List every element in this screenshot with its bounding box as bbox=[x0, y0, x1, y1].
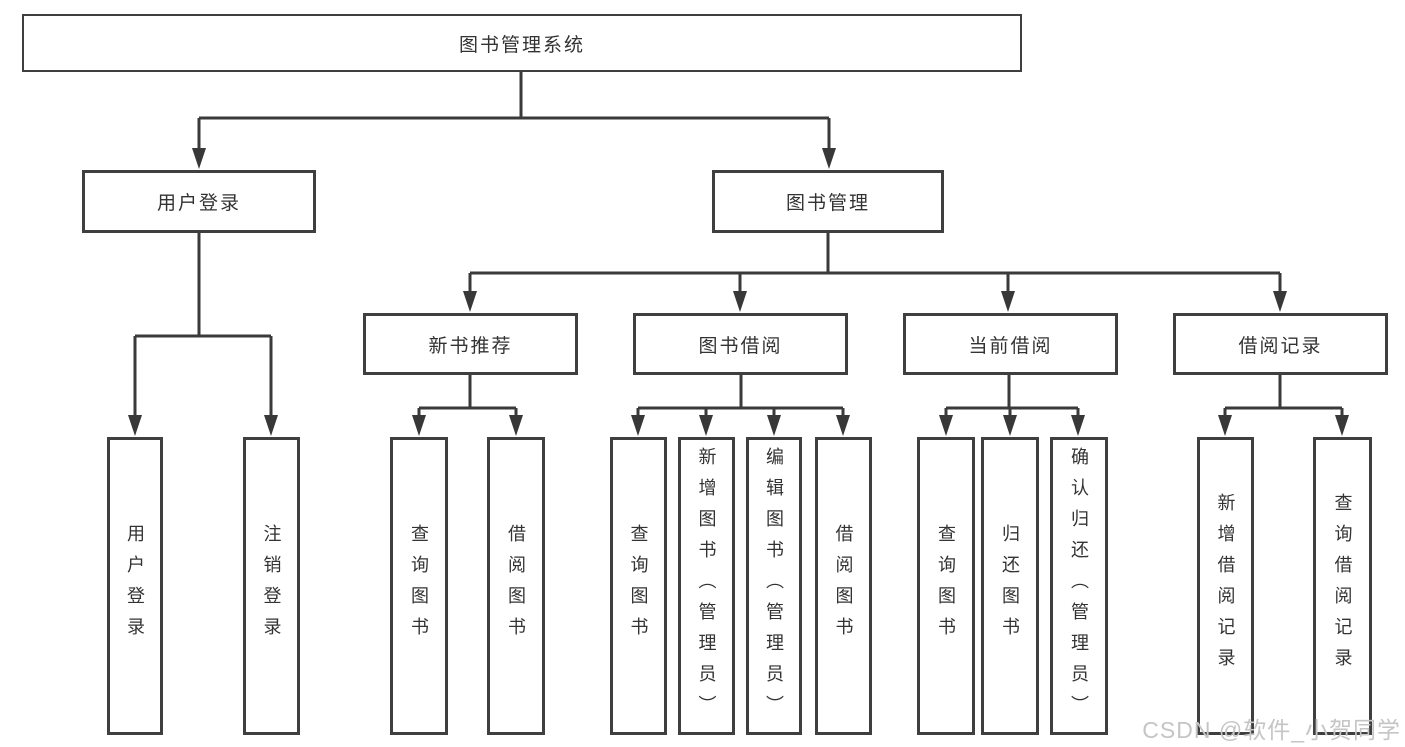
leaf-recommend-borrow-book-label: 借阅图书 bbox=[506, 524, 526, 648]
connector-current-borrow-to-leaves bbox=[939, 375, 1085, 436]
arrowhead bbox=[1001, 291, 1015, 312]
leaf-borrow-query-book-label: 查询图书 bbox=[628, 524, 649, 648]
node-book-borrow: 图书借阅 bbox=[633, 313, 848, 375]
arrowhead bbox=[733, 291, 747, 312]
arrowhead bbox=[192, 148, 206, 169]
leaf-user-login: 用户登录 bbox=[107, 437, 163, 735]
arrowhead bbox=[463, 291, 477, 312]
connector-root-to-level2 bbox=[192, 72, 836, 169]
leaf-borrow-add-book-admin: 新增图书（管理员） bbox=[678, 437, 735, 735]
node-book-management: 图书管理 bbox=[712, 170, 944, 233]
node-root-label: 图书管理系统 bbox=[458, 34, 585, 56]
connector-user-login-to-leaves bbox=[128, 233, 278, 436]
leaf-current-confirm-return-admin-label: 确认归还（管理员） bbox=[1069, 446, 1089, 726]
leaf-current-query-book: 查询图书 bbox=[917, 437, 975, 735]
connector-borrow-records-to-leaves bbox=[1218, 375, 1349, 436]
line bbox=[417, 375, 518, 417]
arrowhead bbox=[822, 148, 836, 169]
leaf-logout-label: 注销登录 bbox=[261, 524, 282, 648]
arrowhead bbox=[509, 415, 523, 436]
node-borrow-records-label: 借阅记录 bbox=[1238, 335, 1323, 357]
node-root: 图书管理系统 bbox=[22, 14, 1022, 72]
node-new-book-recommend: 新书推荐 bbox=[363, 313, 578, 375]
line bbox=[468, 233, 1282, 293]
arrowhead bbox=[1003, 415, 1017, 436]
node-current-borrow-label: 当前借阅 bbox=[968, 335, 1053, 357]
node-borrow-records: 借阅记录 bbox=[1173, 313, 1388, 375]
csdn-watermark: CSDN @软件_小贺同学 bbox=[1142, 717, 1401, 743]
connector-book-management-to-level3 bbox=[463, 233, 1287, 312]
leaf-records-add-record-label: 新增借阅记录 bbox=[1215, 493, 1236, 679]
line bbox=[944, 375, 1080, 417]
arrowhead bbox=[1071, 415, 1085, 436]
leaf-current-return-book: 归还图书 bbox=[981, 437, 1039, 735]
arrowhead bbox=[767, 415, 781, 436]
arrowhead bbox=[412, 415, 426, 436]
leaf-borrow-edit-book-admin: 编辑图书（管理员） bbox=[746, 437, 802, 735]
leaf-recommend-borrow-book: 借阅图书 bbox=[487, 437, 545, 735]
node-user-login-label: 用户登录 bbox=[156, 193, 241, 214]
leaf-records-query-record: 查询借阅记录 bbox=[1313, 437, 1372, 735]
arrowhead bbox=[1335, 415, 1349, 436]
arrowhead bbox=[631, 415, 645, 436]
node-book-borrow-label: 图书借阅 bbox=[698, 335, 783, 357]
node-user-login: 用户登录 bbox=[82, 170, 316, 233]
leaf-recommend-query-book: 查询图书 bbox=[390, 437, 448, 735]
leaf-borrow-query-book: 查询图书 bbox=[610, 437, 667, 735]
node-current-borrow: 当前借阅 bbox=[903, 313, 1118, 375]
arrowhead bbox=[699, 415, 713, 436]
leaf-user-login-label: 用户登录 bbox=[125, 524, 145, 648]
connector-book-borrow-to-leaves bbox=[631, 375, 850, 436]
leaf-current-confirm-return-admin: 确认归还（管理员） bbox=[1050, 437, 1108, 735]
arrowhead bbox=[1273, 291, 1287, 312]
leaf-records-query-record-label: 查询借阅记录 bbox=[1332, 493, 1353, 679]
line bbox=[1223, 375, 1344, 417]
connector-new-book-recommend-to-leaves bbox=[412, 375, 523, 436]
line bbox=[636, 375, 845, 417]
arrowhead bbox=[264, 415, 278, 436]
leaf-current-query-book-label: 查询图书 bbox=[936, 524, 956, 648]
arrowhead bbox=[836, 415, 850, 436]
leaf-records-add-record: 新增借阅记录 bbox=[1197, 437, 1254, 735]
leaf-borrow-edit-book-admin-label: 编辑图书（管理员） bbox=[764, 446, 784, 726]
arrowhead bbox=[1218, 415, 1232, 436]
leaf-borrow-borrow-book: 借阅图书 bbox=[815, 437, 872, 735]
leaf-borrow-add-book-admin-label: 新增图书（管理员） bbox=[696, 446, 717, 726]
line bbox=[197, 72, 831, 150]
leaf-logout: 注销登录 bbox=[243, 437, 300, 735]
leaf-current-return-book-label: 归还图书 bbox=[1000, 524, 1020, 648]
node-book-management-label: 图书管理 bbox=[785, 193, 870, 214]
leaf-borrow-borrow-book-label: 借阅图书 bbox=[833, 524, 854, 648]
arrowhead bbox=[128, 415, 142, 436]
arrowhead bbox=[939, 415, 953, 436]
line bbox=[133, 233, 273, 417]
node-new-book-recommend-label: 新书推荐 bbox=[428, 335, 513, 357]
leaf-recommend-query-book-label: 查询图书 bbox=[409, 524, 429, 648]
